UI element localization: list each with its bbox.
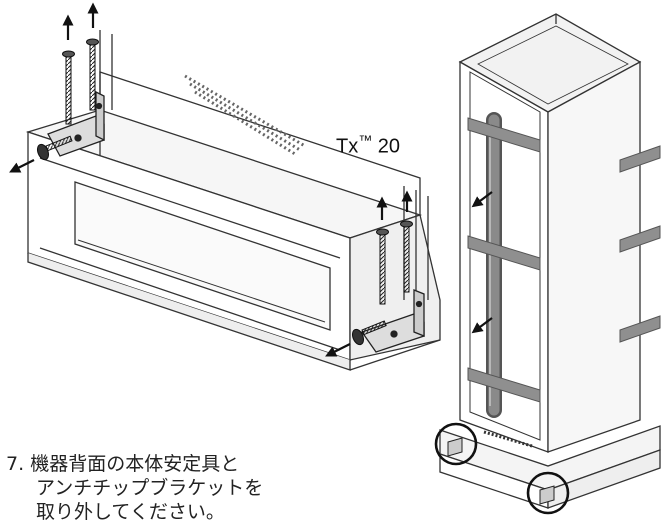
pallet-base	[439, 425, 661, 509]
left-stabilizer-bracket	[47, 90, 105, 157]
anti-tip-brackets	[447, 437, 555, 505]
vent-holes	[184, 74, 306, 156]
packing-tube	[486, 112, 502, 418]
tool-name: Tx	[336, 135, 359, 158]
left-direction-arrows	[9, 2, 99, 173]
tool-size-label: Tx™ 20	[336, 132, 400, 159]
anti-tip-bracket-callouts	[434, 422, 570, 515]
trademark-mark: ™	[358, 132, 373, 148]
left-screws	[36, 38, 99, 161]
right-screws	[351, 220, 413, 346]
instruction-line-2: アンチチップブラケットを	[36, 477, 264, 499]
step-instruction: 7. 機器背面の本体安定具と アンチチップブラケットを 取り外してください。	[6, 452, 263, 524]
packing-straps	[467, 117, 661, 403]
step-number: 7.	[6, 453, 25, 475]
strap-removal-arrows	[471, 191, 493, 334]
instruction-line-3: 取り外してください。	[36, 501, 225, 523]
right-direction-arrows	[325, 190, 413, 357]
rack-back-panel	[25, 30, 441, 371]
tool-size: 20	[377, 135, 401, 158]
right-stabilizer-bracket	[360, 289, 425, 353]
instruction-line-1: 7. 機器背面の本体安定具と	[6, 453, 240, 475]
